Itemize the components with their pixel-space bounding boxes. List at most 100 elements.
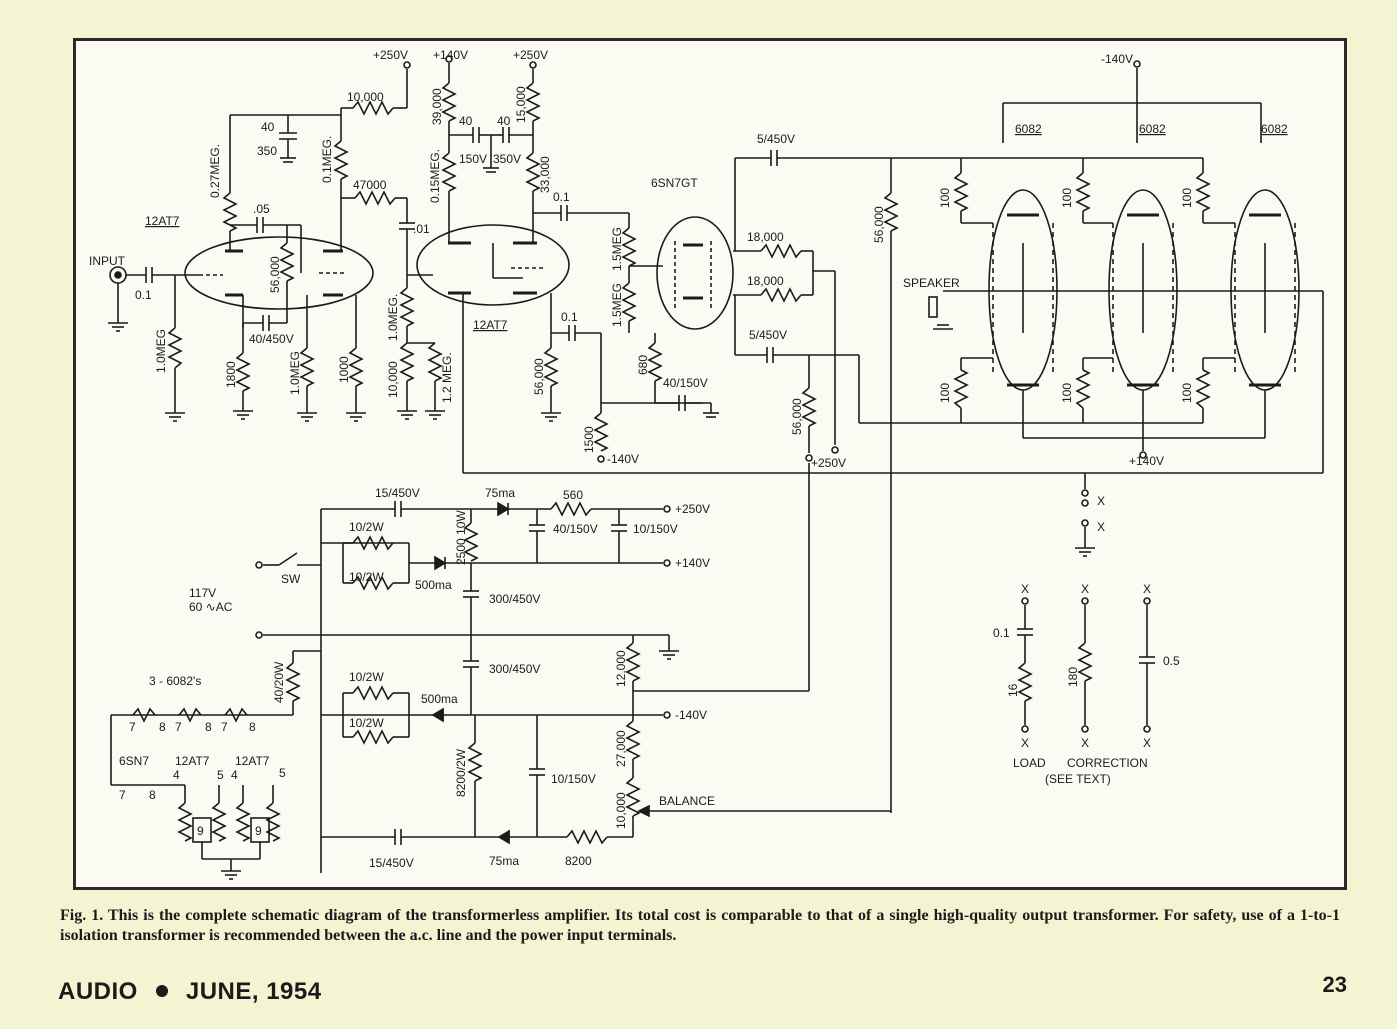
heater-pin-label: 8: [249, 720, 256, 734]
r-10meg-b-label: 1.0MEG: [288, 351, 302, 395]
ps-out-neg140v-label: -140V: [675, 708, 707, 722]
r-39000-label: 39,000: [430, 88, 444, 125]
r-027meg-label: 0.27MEG.: [208, 144, 222, 198]
r-56000-d-label: 56,000: [872, 206, 886, 243]
ps-500ma-b-label: 500ma: [421, 692, 458, 706]
tube-6082-c-label: 6082: [1261, 122, 1288, 136]
r-1800-label: 1800: [224, 361, 238, 388]
r-100-c-label: 100: [1180, 188, 1194, 208]
ps-12000-label: 12,000: [614, 650, 628, 687]
load-load-label: LOAD: [1013, 756, 1046, 770]
heater-pin-label: 4: [231, 768, 238, 782]
rail-neg140v-top-label: -140V: [1101, 52, 1133, 66]
ps-500ma-a-label: 500ma: [415, 578, 452, 592]
tube-6sn7gt-label: 6SN7GT: [651, 176, 698, 190]
load-c-01-label: 0.1: [993, 626, 1010, 640]
c-350v-label: 350V: [493, 152, 521, 166]
r-10000-top-label: 10,000: [347, 90, 384, 104]
r-100-f-label: 100: [1180, 383, 1194, 403]
r-015meg-label: 0.15MEG.: [428, 149, 442, 203]
magazine-name: AUDIO: [58, 978, 138, 1005]
r-47000-label: 47000: [353, 178, 387, 192]
c-01-in-label: 0.1: [135, 288, 152, 302]
r-680-label: 680: [636, 355, 650, 375]
r-15000-label: 15,000: [514, 86, 528, 123]
ps-10-2w-b-label: 10/2W: [349, 570, 384, 584]
rail-250v-top-label: +250V: [373, 48, 408, 62]
heater-pin-label: 8: [149, 788, 156, 802]
r-15meg-b-label: 1.5MEG: [610, 283, 624, 327]
c-40-b-label: 40: [459, 114, 473, 128]
ps-c-15-450v-b-label: 15/450V: [369, 856, 414, 870]
heater-pin-label: 5: [217, 768, 224, 782]
load-180-label: 180: [1066, 667, 1080, 687]
ps-8200-2w-label: 8200/2W: [454, 748, 468, 797]
c-5-450v-a-label: 5/450V: [757, 132, 795, 146]
page-number: 23: [1322, 972, 1347, 997]
ps-8200-label: 8200: [565, 854, 592, 868]
r-18000-a-label: 18,000: [747, 230, 784, 244]
tube-6082-b-label: 6082: [1139, 122, 1166, 136]
schematic-frame: +250V +140V +250V -140V 10,000 40 350 0.…: [73, 38, 1347, 890]
heater-pin-label: 5: [279, 766, 286, 780]
ps-27000-label: 27,000: [614, 730, 628, 767]
ps-6sn7-label: 6SN7: [119, 754, 149, 768]
ps-c-10-150v-b-label: 10/150V: [551, 772, 596, 786]
r-100-a-label: 100: [938, 188, 952, 208]
r-56000-c-label: 56,000: [790, 398, 804, 435]
speaker-label: SPEAKER: [903, 276, 960, 290]
r-100-d-label: 100: [938, 383, 952, 403]
load-x-top-1-label: X: [1021, 582, 1029, 596]
r-18000-b-label: 18,000: [747, 274, 784, 288]
c-150v-label: 150V: [459, 152, 487, 166]
x-terminal-1-label: X: [1097, 494, 1105, 508]
ps-c-15-450v-a-label: 15/450V: [375, 486, 420, 500]
load-correction-label: CORRECTION: [1067, 756, 1148, 770]
resistor-grid-1meg: [167, 327, 183, 369]
ps-out-140v-label: +140V: [675, 556, 710, 570]
r-33000-label: 33,000: [538, 156, 552, 193]
ps-60ac-label: 60 ∿AC: [189, 600, 233, 614]
ps-c-10-150v-a-label: 10/150V: [633, 522, 678, 536]
tube-12at7-first: [184, 236, 374, 310]
c-5-450v-b-label: 5/450V: [749, 328, 787, 342]
load-x-bot-1-label: X: [1021, 736, 1029, 750]
c-350-label: 350: [257, 144, 277, 158]
load-c-05-label: 0.5: [1163, 654, 1180, 668]
load-x-top-3-label: X: [1143, 582, 1151, 596]
r-10meg-grid-label: 1.0MEG: [154, 329, 168, 373]
heater-pin-label: 7: [175, 720, 182, 734]
schematic-diagram: +250V +140V +250V -140V 10,000 40 350 0.…: [89, 48, 1324, 880]
ps-out-250v-label: +250V: [675, 502, 710, 516]
ps-75ma-a-label: 75ma: [485, 486, 515, 500]
c-40-450v-label: 40/450V: [249, 332, 294, 346]
r-15meg-a-label: 1.5MEG: [610, 227, 624, 271]
heater-pin-label: 8: [159, 720, 166, 734]
ps-12at7-a-label: 12AT7: [175, 754, 210, 768]
heater-pin-label: 8: [205, 720, 212, 734]
r-1000-label: 1000: [337, 356, 351, 383]
figure-caption: Fig. 1. This is the complete schematic d…: [60, 907, 1340, 944]
rail-neg140v-b-label: -140V: [607, 452, 639, 466]
heater-pin-label: 7: [221, 720, 228, 734]
load-x-bot-2-label: X: [1081, 736, 1089, 750]
heater-pin-label: 9: [197, 824, 204, 838]
ps-40-20w-label: 40/20W: [272, 661, 286, 703]
rail-140v-bot-label: +140V: [1129, 454, 1164, 468]
ps-c-40-150v-label: 40/150V: [553, 522, 598, 536]
load-see-text-label: (SEE TEXT): [1045, 772, 1111, 786]
load-16-label: 16: [1006, 683, 1020, 697]
rail-140v-top-label: +140V: [433, 48, 468, 62]
input-label: INPUT: [89, 254, 126, 268]
c-40-c-label: 40: [497, 114, 511, 128]
ps-560-label: 560: [563, 488, 583, 502]
ps-sw-label: SW: [281, 572, 301, 586]
tube-6082-a-label: 6082: [1015, 122, 1042, 136]
r-100-b-label: 100: [1060, 188, 1074, 208]
bullet-dot-icon: [155, 985, 168, 998]
ps-117v-label: 117V: [189, 586, 216, 600]
heater-pin-label: 7: [129, 720, 136, 734]
tube-12at7-a-label: 12AT7: [145, 214, 180, 228]
ps-75ma-b-label: 75ma: [489, 854, 519, 868]
